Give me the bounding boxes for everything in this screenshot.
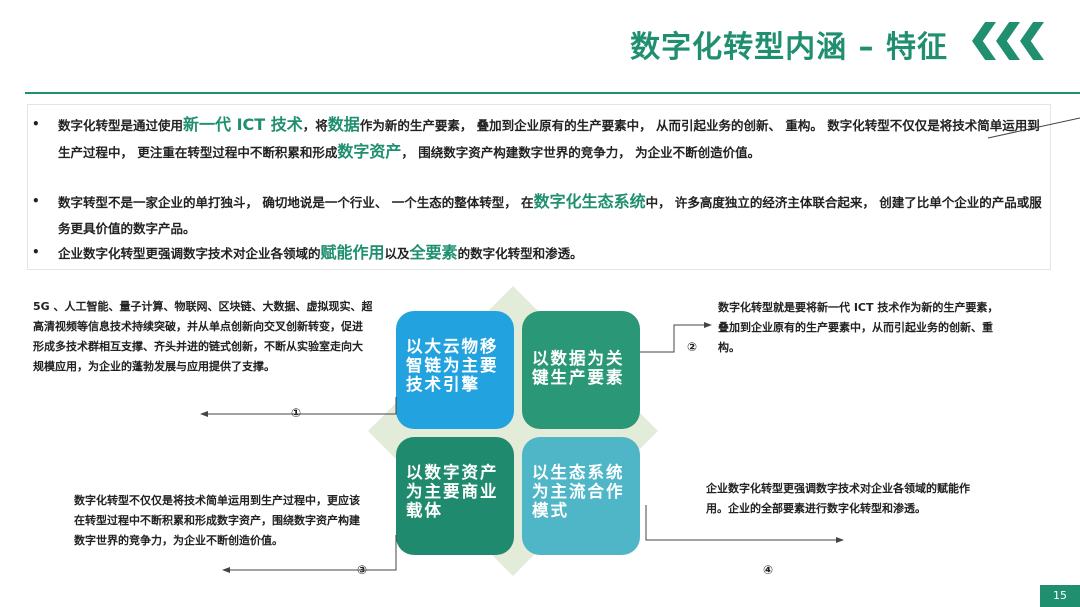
bullet-3-text: 企业数字化转型更强调数字技术对企业各领域的赋能作用以及全要素的数字化转型和渗透。 — [58, 240, 1048, 267]
title-divider — [25, 92, 1080, 94]
summary-box — [27, 104, 1051, 270]
connector-2 — [640, 324, 706, 353]
bullet-2-dot: • — [32, 194, 40, 208]
arrowhead-3 — [222, 567, 230, 573]
note-2: 数字化转型就是要将新一代 ICT 技术作为新的生产要素，叠加到企业原有的生产要素… — [718, 301, 999, 354]
page-number: 15 — [1040, 585, 1080, 607]
bullet-1-seg-1: 数字化转型是通过使用 — [58, 118, 184, 133]
note-1: 5G 、人工智能、量子计算、物联网、区块链、大数据、虚拟现实、超高清视频等信息技… — [33, 300, 373, 373]
arrowhead-1 — [200, 411, 208, 417]
bullet-3-dot: • — [32, 245, 40, 259]
circle-number-4: ④ — [763, 563, 774, 577]
bullet-1-highlight-ict: 新一代 ICT 技术 — [183, 115, 303, 134]
note-4: 企业数字化转型更强调数字技术对企业各领域的赋能作用。企业的全部要素进行数字化转型… — [706, 482, 970, 515]
callout-line-top — [987, 117, 1080, 139]
arrowhead-4 — [836, 537, 844, 543]
bullet-1-highlight-data: 数据 — [327, 115, 360, 134]
arrowhead-2 — [704, 322, 712, 328]
bullet-1-highlight-assets: 数字资产 — [337, 141, 402, 161]
bullet-2-seg-1: 数字转型不是一家企业的单打独斗， 确切地说是一个行业、 一个生态的整体转型， 在 — [58, 195, 534, 210]
quadrant-tech-engine: 以大云物移智链为主要技术引擎 — [396, 311, 514, 429]
slide-title: 数字化转型内涵 – 特征 — [630, 30, 948, 65]
bullet-3-seg-3: 的数字化转型和渗透。 — [457, 246, 583, 261]
connector-3 — [228, 535, 397, 571]
bullet-1-seg-3: 作为新的生产要素， 叠加到企业原有的生产要素中， 从而引起业务的创新、 重构。 … — [58, 118, 1040, 160]
quadrant-ecosystem: 以生态系统为主流合作模式 — [522, 437, 640, 555]
bullet-3-highlight-all-elements: 全要素 — [409, 243, 458, 262]
connector-1 — [205, 397, 397, 415]
bullet-3-highlight-empower: 赋能作用 — [320, 243, 385, 262]
bullet-2-text: 数字转型不是一家企业的单打独斗， 确切地说是一个行业、 一个生态的整体转型， 在… — [58, 189, 1048, 241]
bullet-1-seg-2: ，将 — [302, 118, 328, 133]
quadrant-data-factor: 以数据为关键生产要素 — [522, 311, 640, 429]
note-3: 数字化转型不仅仅是将技术简单运用到生产过程中，更应该在转型过程中不断积累和形成数… — [74, 494, 360, 547]
bullet-2-seg-2: 中， 许多高度独立的经济主体联合起来， 创建了比单个企业的产品或服务更具价值的数… — [58, 195, 1042, 236]
bullet-2-highlight-ecosystem: 数字化生态系统 — [533, 192, 646, 211]
connector-4 — [645, 505, 838, 541]
bullet-1-dot: • — [32, 117, 40, 131]
circle-number-1: ① — [291, 406, 302, 420]
bullet-3-seg-2: 以及 — [384, 246, 410, 261]
bullet-3-seg-1: 企业数字化转型更强调数字技术对企业各领域的 — [58, 246, 321, 261]
circle-number-2: ② — [687, 340, 698, 354]
quadrant-digital-assets: 以数字资产为主要商业载体 — [396, 437, 514, 555]
bullet-1-seg-4: ， 围绕数字资产构建数字世界的竞争力， 为企业不断创造价值。 — [401, 144, 761, 160]
bullet-1-text: 数字化转型是通过使用新一代 ICT 技术，将数据作为新的生产要素， 叠加到企业原… — [58, 112, 1048, 165]
